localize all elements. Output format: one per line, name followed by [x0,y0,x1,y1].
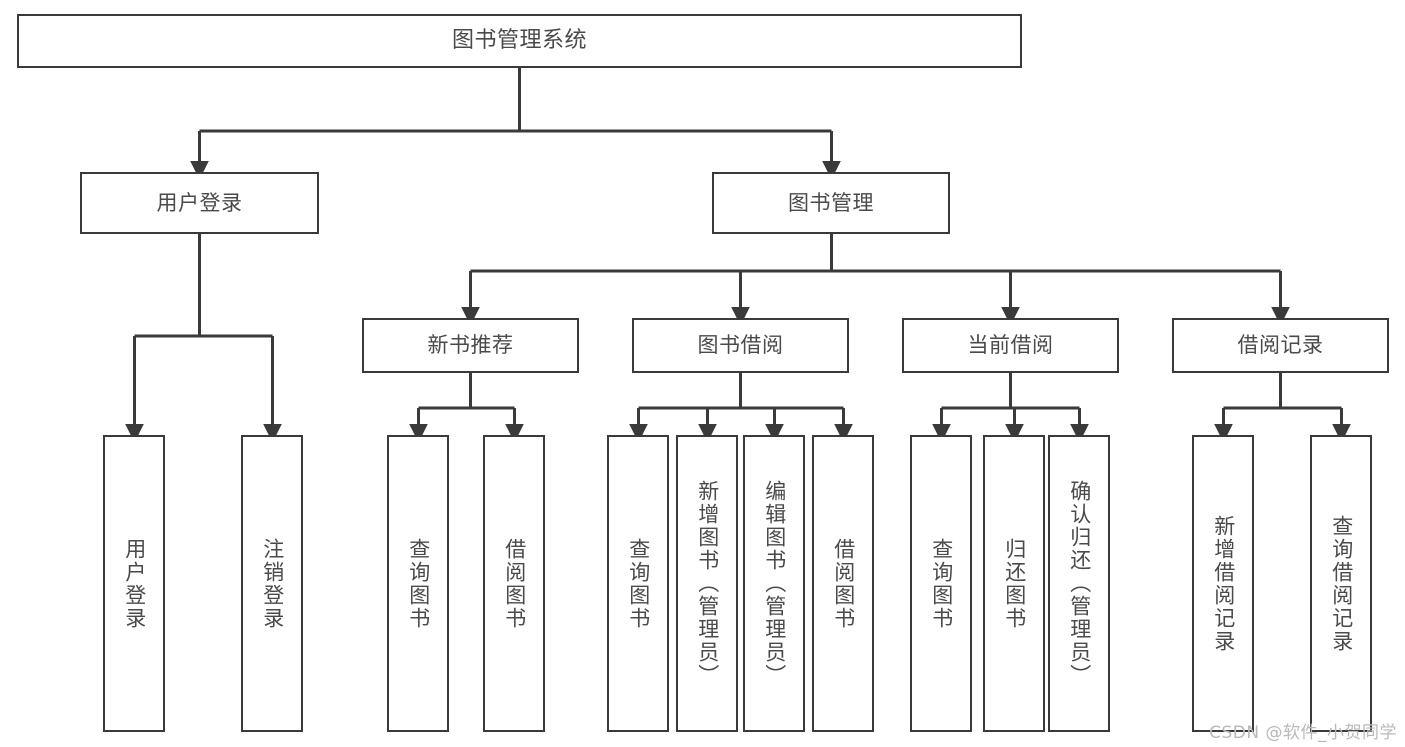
node-borrow-record-label: 借阅记录 [1237,333,1324,358]
node-leaf-query-book-1[interactable]: 查询图书 [387,435,449,732]
node-leaf-borrow-book-1[interactable]: 借阅图书 [483,435,545,732]
node-leaf-add-borrow-record[interactable]: 新增借阅记录 [1192,435,1254,732]
node-leaf-add-borrow-record-label: 新增借阅记录 [1211,514,1236,653]
node-leaf-confirm-return-label: 确认归还（管理员） [1067,480,1092,687]
node-book-borrow-label: 图书借阅 [697,333,784,358]
node-leaf-user-logout-label: 注销登录 [260,537,285,630]
node-leaf-user-logout[interactable]: 注销登录 [241,435,303,732]
node-leaf-query-borrow-record[interactable]: 查询借阅记录 [1310,435,1372,732]
node-leaf-return-book-label: 归还图书 [1002,537,1027,630]
node-root-label: 图书管理系统 [451,28,587,54]
node-leaf-user-login[interactable]: 用户登录 [103,435,165,732]
node-leaf-add-book[interactable]: 新增图书（管理员） [676,435,738,732]
node-leaf-user-login-label: 用户登录 [122,537,147,630]
node-borrow-record[interactable]: 借阅记录 [1172,318,1389,373]
node-leaf-confirm-return[interactable]: 确认归还（管理员） [1048,435,1110,732]
node-current-borrow-label: 当前借阅 [967,333,1054,358]
node-leaf-query-book-1-label: 查询图书 [406,537,431,630]
node-leaf-borrow-book-1-label: 借阅图书 [502,537,527,630]
node-leaf-query-book-3-label: 查询图书 [929,537,954,630]
node-new-book-recommend-label: 新书推荐 [427,333,514,358]
node-leaf-borrow-book-2[interactable]: 借阅图书 [812,435,874,732]
node-user-login[interactable]: 用户登录 [80,172,319,234]
node-leaf-query-book-3[interactable]: 查询图书 [910,435,972,732]
node-leaf-edit-book-label: 编辑图书（管理员） [762,480,787,687]
node-leaf-borrow-book-2-label: 借阅图书 [831,537,856,630]
node-current-borrow[interactable]: 当前借阅 [902,318,1119,373]
node-leaf-query-borrow-record-label: 查询借阅记录 [1329,514,1354,653]
node-leaf-add-book-label: 新增图书（管理员） [695,480,720,687]
watermark: CSDN @软件_小贺同学 [1209,723,1397,743]
node-leaf-query-book-2-label: 查询图书 [626,537,651,630]
node-new-book-recommend[interactable]: 新书推荐 [362,318,579,373]
node-user-login-label: 用户登录 [156,190,243,215]
node-book-manage-label: 图书管理 [788,190,874,215]
node-book-manage[interactable]: 图书管理 [712,172,950,234]
node-book-borrow[interactable]: 图书借阅 [632,318,849,373]
node-leaf-return-book[interactable]: 归还图书 [983,435,1045,732]
node-root[interactable]: 图书管理系统 [17,14,1022,68]
node-leaf-edit-book[interactable]: 编辑图书（管理员） [743,435,805,732]
node-leaf-query-book-2[interactable]: 查询图书 [607,435,669,732]
